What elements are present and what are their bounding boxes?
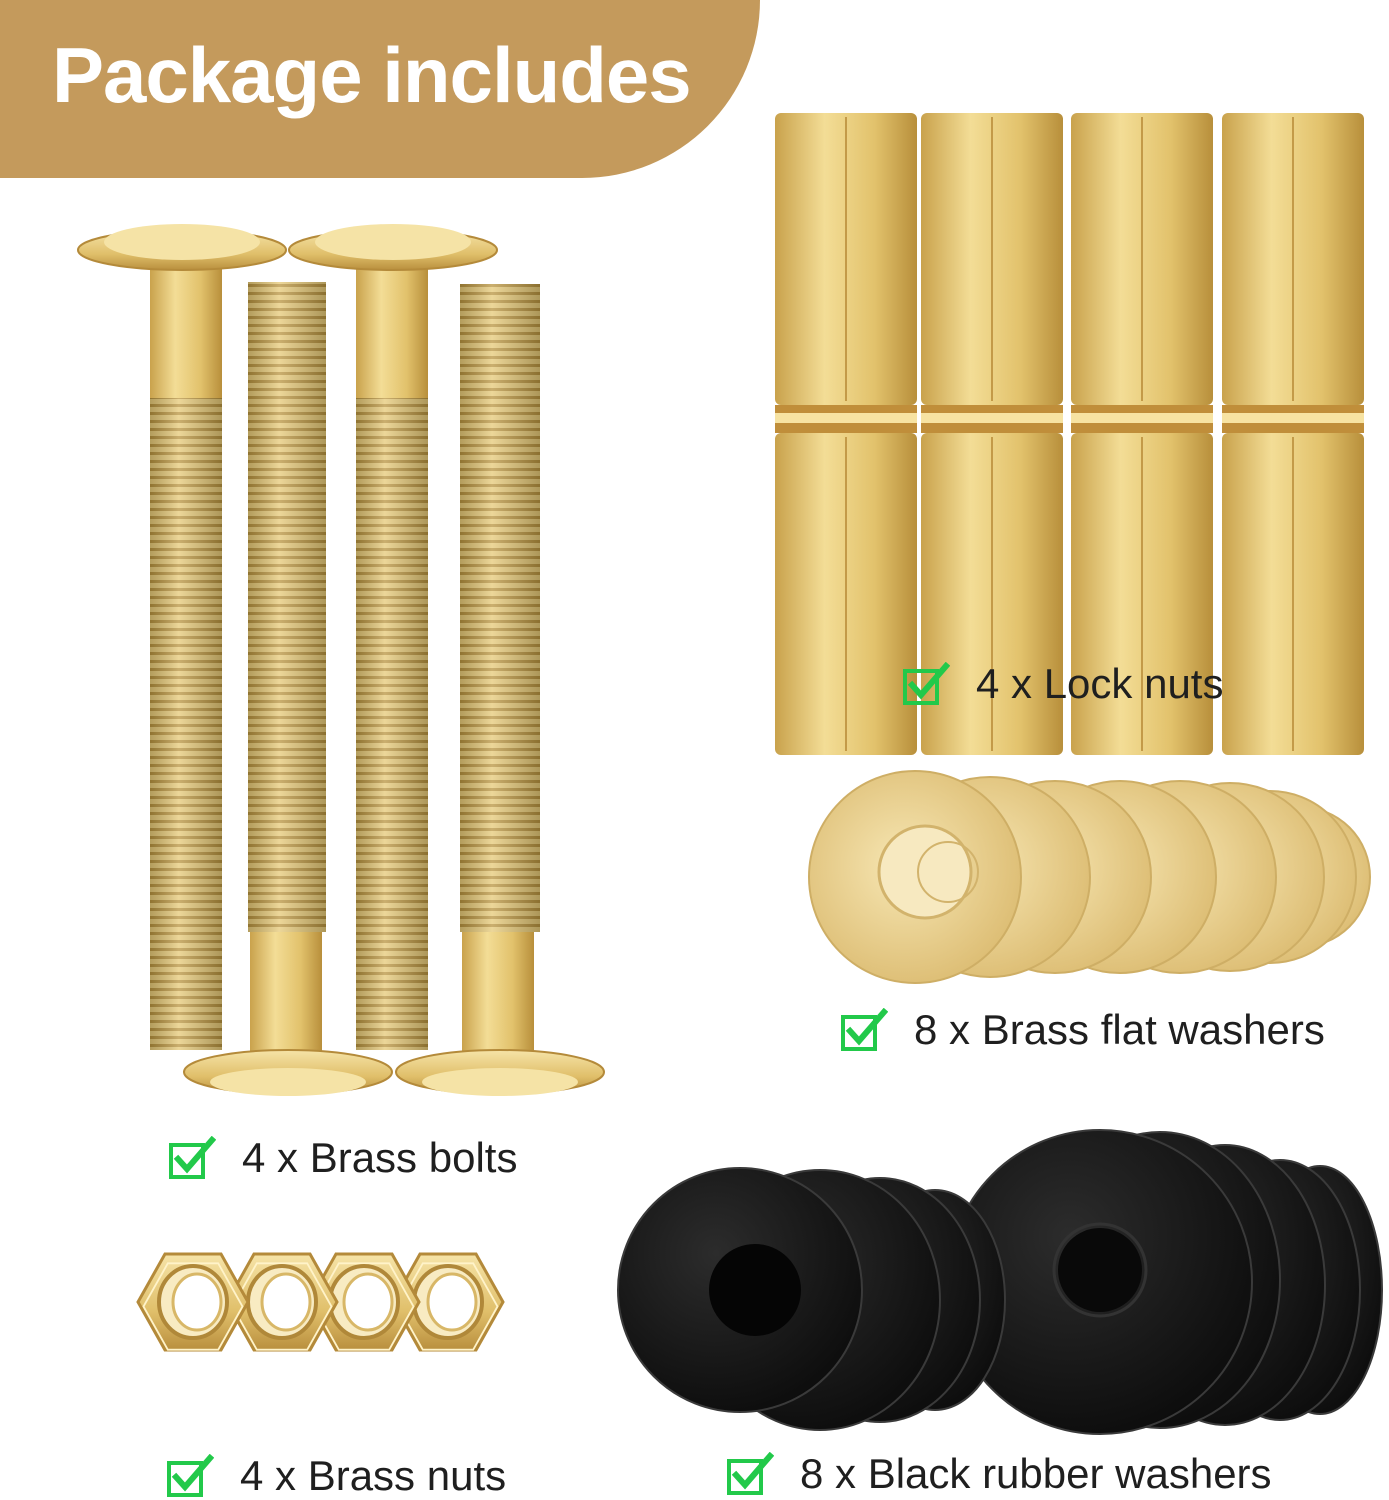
lock-nuts-group [775,113,1364,755]
brass-nuts-group [136,1252,505,1352]
black-rubber-washers-group [617,1129,1383,1435]
item-brass-nuts: 4 x Brass nuts [166,1452,506,1500]
lock-nut [921,113,1063,755]
lock-nut [1222,113,1364,755]
item-black-rubber-washers: 8 x Black rubber washers [726,1450,1272,1498]
item-brass-bolts: 4 x Brass bolts [168,1134,517,1182]
check-icon [841,1008,888,1051]
check-icon [903,662,950,705]
check-icon [727,1452,774,1495]
item-label: 4 x Lock nuts [976,660,1224,707]
brass-bolt [77,224,287,1050]
brass-flat-washers-group [808,770,1371,984]
item-label: 8 x Brass flat washers [914,1006,1325,1053]
item-lock-nuts: 4 x Lock nuts [902,660,1223,708]
item-label: 4 x Brass nuts [240,1452,507,1499]
item-brass-flat-washers: 8 x Brass flat washers [840,1006,1325,1054]
brass-bolts-group [77,224,605,1096]
lock-nut [1071,113,1213,755]
item-label: 4 x Brass bolts [242,1134,518,1181]
item-label: 8 x Black rubber washers [800,1450,1272,1497]
check-icon [167,1454,214,1497]
page-title: Package includes [52,31,692,119]
brass-bolt [288,224,498,1050]
brass-bolt [395,284,605,1096]
lock-nut [775,113,917,755]
title-banner: Package includes [0,0,760,178]
brass-bolt [183,282,393,1096]
check-icon [169,1136,216,1179]
